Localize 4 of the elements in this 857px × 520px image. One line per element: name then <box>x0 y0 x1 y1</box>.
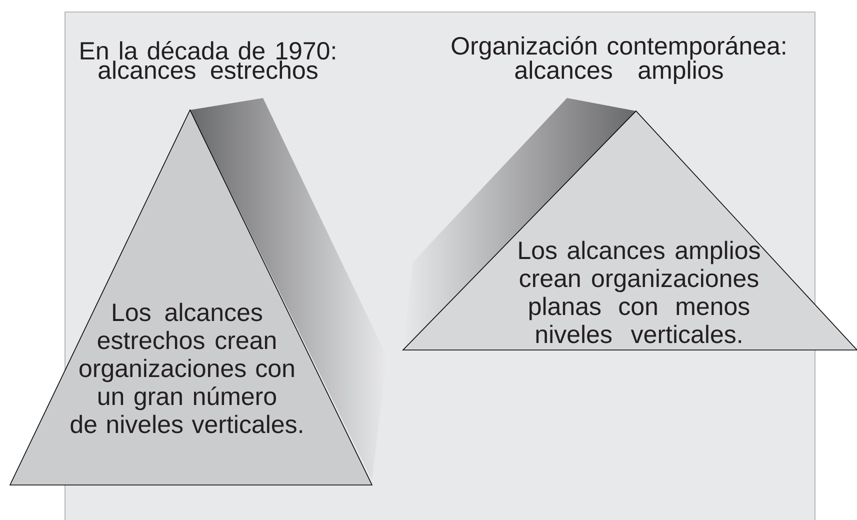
heading: Organización contemporánea: alcances amplios <box>452 36 786 84</box>
heading: En la década de 1970: alcances estrechos <box>80 41 335 80</box>
pyramid-text: Los alcances amplios crean organizaciones planas con menos niveles verticales. <box>519 240 760 344</box>
pyramid-text: Los alcances estrechos crean organizaciones con un gran número de niveles verticales. <box>70 302 302 434</box>
